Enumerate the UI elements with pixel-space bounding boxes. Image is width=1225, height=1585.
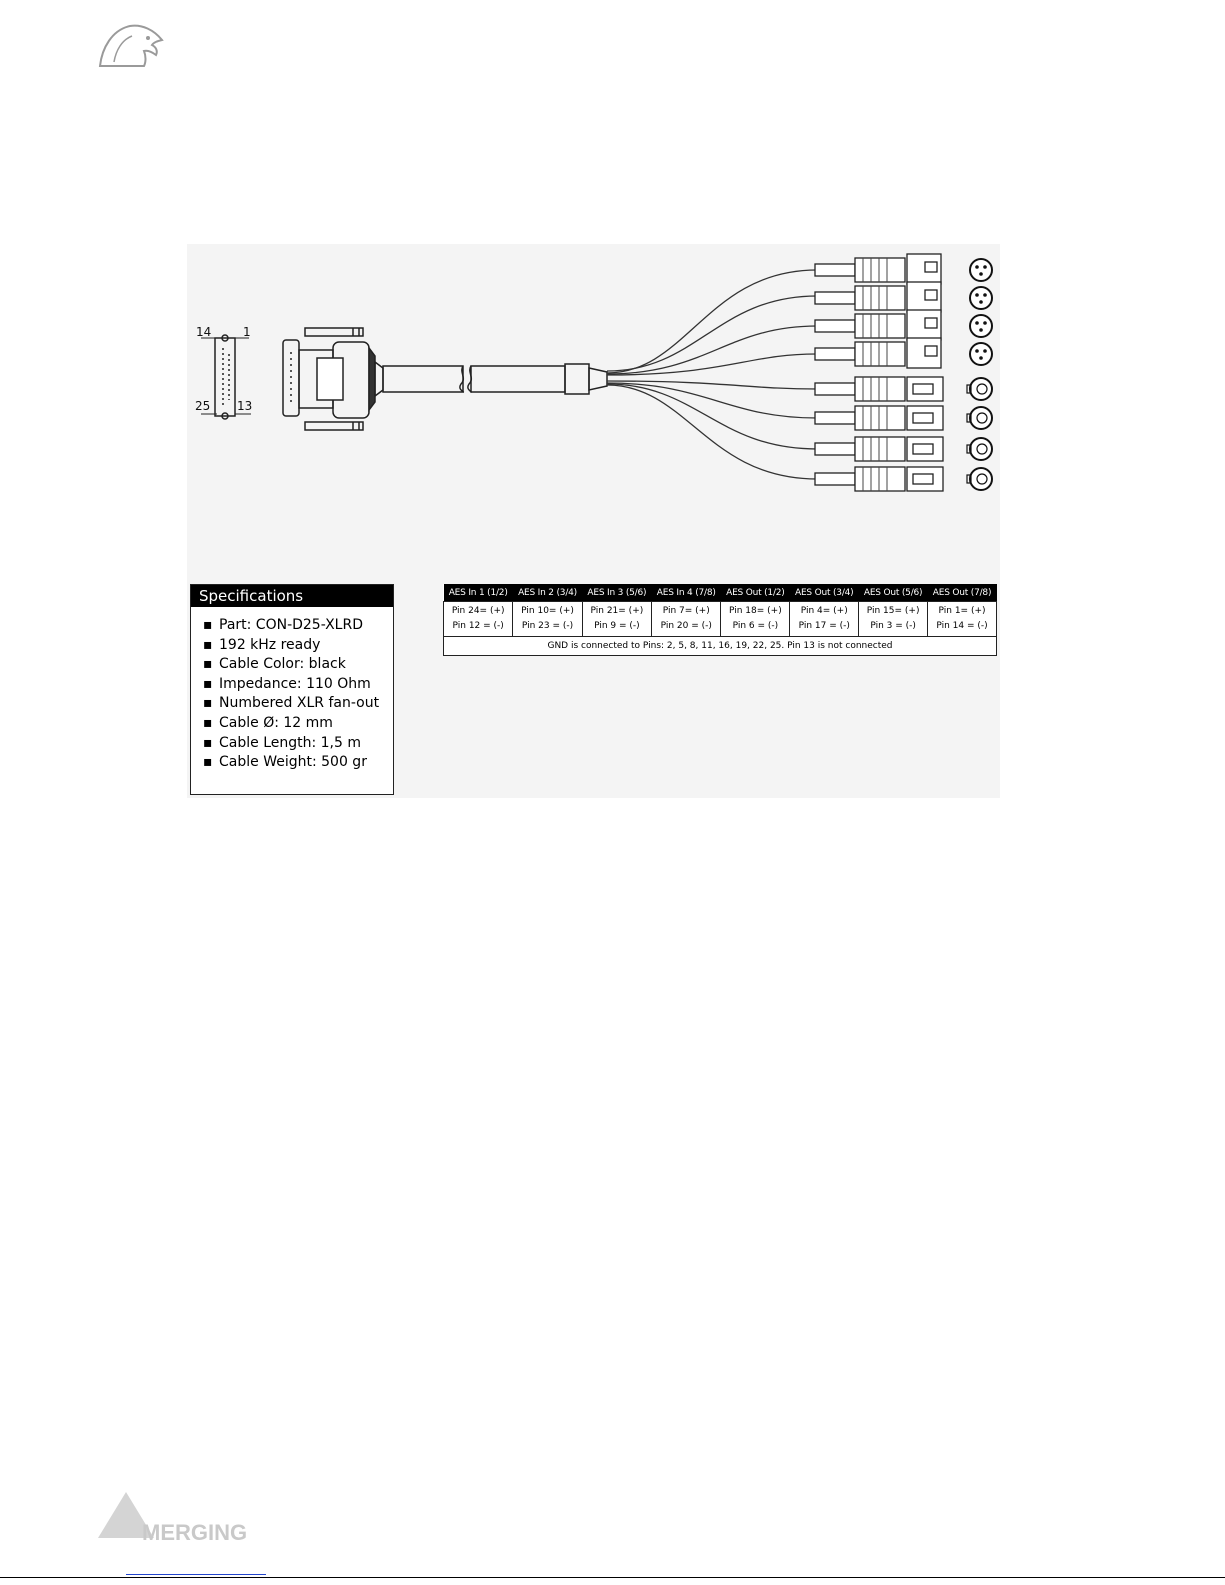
merging-wordmark: MERGING — [142, 1520, 248, 1545]
pinout-header-row: AES In 1 (1/2) AES In 2 (3/4) AES In 3 (… — [443, 584, 997, 602]
spec-item: ▪Cable Weight: 500 gr — [203, 754, 367, 771]
xlr-end-view-2 — [969, 286, 993, 310]
pinout-note-row: GND is connected to Pins: 2, 5, 8, 11, 1… — [443, 636, 997, 656]
merging-triangle-icon — [98, 1492, 154, 1538]
xlr-end-view-1 — [969, 258, 993, 282]
gnd-note: GND is connected to Pins: 2, 5, 8, 11, 1… — [443, 636, 997, 656]
spec-item: ▪Cable Length: 1,5 m — [203, 734, 362, 751]
pinout-cell: Pin 4= (+)Pin 17 = (-) — [789, 601, 860, 637]
spec-item: ▪Part: CON-D25-XLRD — [203, 617, 363, 633]
d25-xlr-cable-drawing — [201, 253, 993, 492]
dsub-front-view — [214, 337, 236, 417]
pinout-header: AES Out (3/4) — [789, 584, 859, 602]
pinout-cell: Pin 7= (+)Pin 20 = (-) — [651, 601, 722, 637]
pinout-cell: Pin 10= (+)Pin 23 = (-) — [512, 601, 583, 637]
xlr-connector-2 — [814, 281, 942, 313]
pinout-header: AES In 1 (1/2) — [443, 584, 513, 602]
spec-item: ▪192 kHz ready — [203, 636, 321, 653]
spec-item: ▪Cable Ø: 12 mm — [203, 714, 333, 731]
pinout-header: AES Out (1/2) — [720, 584, 790, 602]
pinout-header: AES In 2 (3/4) — [512, 584, 583, 602]
pinout-cell: Pin 21= (+)Pin 9 = (-) — [581, 601, 653, 637]
pinout-header: AES Out (7/8) — [927, 584, 997, 602]
xlr-end-view-7 — [969, 437, 993, 461]
horus-logo — [96, 22, 168, 82]
xlr-connector-1 — [814, 253, 942, 285]
specifications-title: Specifications — [191, 585, 393, 607]
pinout-cell: Pin 18= (+)Pin 6 = (-) — [720, 601, 791, 637]
xlr-end-view-5 — [969, 377, 993, 401]
pinout-cell: Pin 1= (+)Pin 14 = (-) — [927, 601, 997, 637]
cable-sleeve — [564, 363, 590, 395]
pin-label-1: 1 — [243, 325, 251, 339]
pinout-header: AES Out (5/6) — [858, 584, 928, 602]
footer-link-underline — [126, 1574, 266, 1575]
pinout-table: AES In 1 (1/2) AES In 2 (3/4) AES In 3 (… — [442, 584, 997, 656]
spec-item: ▪Numbered XLR fan-out — [203, 695, 380, 712]
specifications-list: ▪Part: CON-D25-XLRD ▪192 kHz ready ▪Cabl… — [191, 607, 393, 773]
merging-logo: MERGING — [96, 1490, 296, 1550]
pinout-row: Pin 24= (+)Pin 12 = (-) Pin 10= (+)Pin 2… — [442, 601, 997, 637]
xlr-end-view-4 — [969, 342, 993, 366]
pinout-cell: Pin 15= (+)Pin 3 = (-) — [858, 601, 929, 637]
pinout-cell: Pin 24= (+)Pin 12 = (-) — [442, 601, 514, 637]
spec-item: ▪Cable Color: black — [203, 656, 346, 673]
xlr-end-view-3 — [969, 314, 993, 338]
xlr-end-view-6 — [969, 406, 993, 430]
pin-label-13: 13 — [237, 399, 253, 413]
specifications-box: Specifications ▪Part: CON-D25-XLRD ▪192 … — [190, 584, 394, 795]
pin-label-14: 14 — [196, 325, 212, 339]
pinout-header: AES In 3 (5/6) — [582, 584, 652, 602]
pinout-header: AES In 4 (7/8) — [651, 584, 721, 602]
xlr-connector-7 — [814, 436, 944, 462]
xlr-connector-3 — [814, 309, 942, 341]
xlr-connector-4 — [814, 337, 942, 369]
pin-label-25: 25 — [195, 399, 211, 413]
footer-rule — [0, 1577, 1225, 1578]
xlr-end-view-8 — [969, 467, 993, 491]
spec-item: ▪Impedance: 110 Ohm — [203, 675, 371, 692]
horus-falcon-icon — [98, 24, 164, 67]
